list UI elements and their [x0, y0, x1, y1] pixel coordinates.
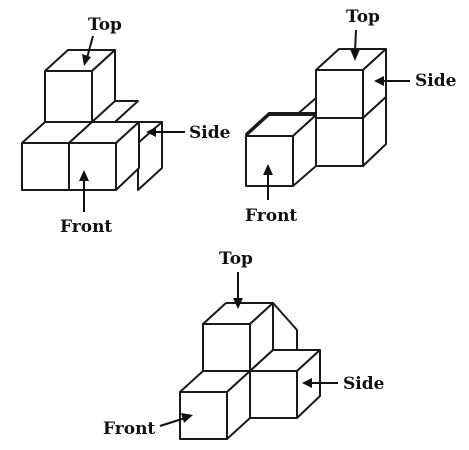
figure-1-side-arrow: [146, 127, 185, 137]
figure-2-front-cube: [245, 114, 317, 187]
figure-2-side-label: Side: [415, 71, 457, 91]
cube-front-face: [179, 391, 228, 440]
figure-1: Top Side Front: [21, 15, 231, 237]
figure-2-top-arrow: [350, 29, 360, 61]
figure-1-side-label: Side: [189, 123, 231, 143]
cube-front-face: [44, 70, 93, 123]
figure-2-tower: [315, 48, 387, 167]
figure-1-top-label: Top: [88, 15, 122, 35]
figure-2-side-arrow: [374, 76, 410, 86]
figure-1-front-arrow: [79, 170, 89, 212]
cube-front-face: [245, 135, 294, 187]
figure-2: Top Side Front: [245, 7, 457, 226]
cube-front-face: [202, 323, 251, 372]
figure-3-side-arrow: [302, 378, 338, 388]
figure-1-top-arrow: [82, 35, 94, 66]
cube-front-face: [68, 142, 117, 191]
figure-3-front-label: Front: [103, 419, 155, 439]
figure-3-front-cube: [179, 370, 251, 440]
figure-3-right-cube: [249, 349, 321, 419]
figure-3-top-label: Top: [219, 249, 253, 269]
figure-3-side-label: Side: [343, 374, 385, 394]
figure-1-front-cubes: [21, 121, 140, 191]
figure-3: Top Side Front: [103, 249, 385, 440]
figure-2-front-arrow: [263, 164, 273, 200]
figure-2-top-label: Top: [346, 7, 380, 27]
cube-side-face: [115, 121, 140, 191]
cube-front-face: [315, 117, 364, 167]
figure-1-front-label: Front: [60, 217, 112, 237]
figure-1-top-cube: [44, 49, 116, 123]
cube-front-face: [21, 142, 70, 191]
cube-front-face: [249, 370, 298, 419]
cube-front-face: [315, 69, 364, 119]
figure-3-front-arrow: [159, 413, 193, 427]
figure-2-front-label: Front: [245, 206, 297, 226]
figure-3-top-arrow: [233, 272, 243, 309]
